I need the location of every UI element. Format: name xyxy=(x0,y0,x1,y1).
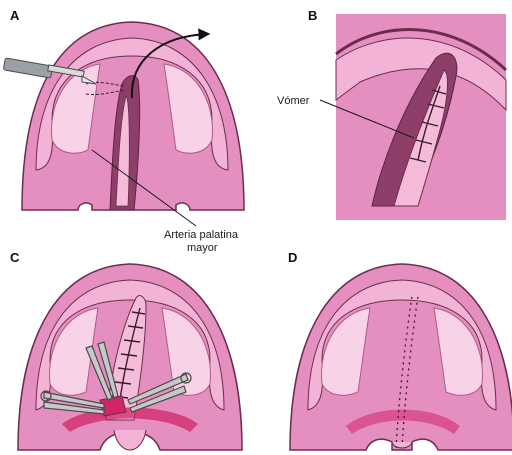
vomer-label: Vómer xyxy=(277,95,310,107)
panel-d: D xyxy=(288,250,512,450)
artery-label-line1: Arteria palatina xyxy=(164,229,239,241)
panel-label-a: A xyxy=(10,8,20,23)
panel-label-c: C xyxy=(10,250,20,265)
panel-label-d: D xyxy=(288,250,297,265)
panel-b: B Vómer xyxy=(277,8,506,220)
uvula-c xyxy=(114,430,146,450)
panel-c: C xyxy=(10,250,242,450)
panel-a: A Arteria palatina mayor xyxy=(3,8,244,254)
panel-label-b: B xyxy=(308,8,317,23)
artery-label-line2: mayor xyxy=(187,242,218,254)
